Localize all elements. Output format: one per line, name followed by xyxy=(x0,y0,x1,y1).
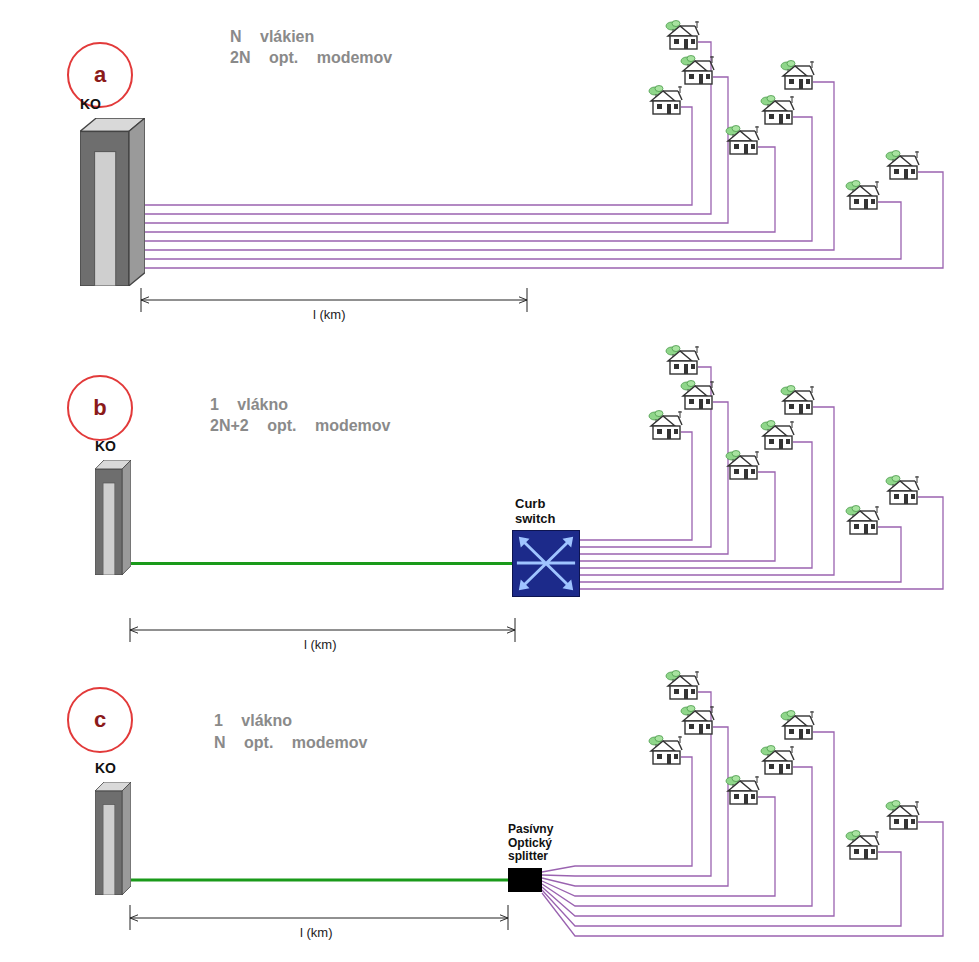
drop-fiber xyxy=(580,497,943,589)
house-icon xyxy=(726,126,759,155)
section-marker: b xyxy=(67,375,133,441)
count-note: 2N+2 opt. modemov xyxy=(208,417,392,435)
house-icon xyxy=(649,86,682,115)
section-letter: b xyxy=(93,395,106,421)
drop-fiber xyxy=(145,77,728,223)
house-icon xyxy=(781,61,814,90)
house-icon xyxy=(761,421,794,450)
feeder-fiber xyxy=(131,562,512,565)
drop-fiber xyxy=(542,727,728,886)
house-icon xyxy=(726,451,759,480)
house-icon xyxy=(666,21,699,50)
curb-switch: Curb switch xyxy=(512,530,580,597)
node-heading: KO xyxy=(95,439,116,454)
house-icon xyxy=(886,476,919,505)
house-icon xyxy=(761,96,794,125)
dimension-label: l (km) xyxy=(311,307,348,322)
drop-fiber xyxy=(145,107,692,205)
section-letter: a xyxy=(94,62,106,88)
house-icon xyxy=(666,346,699,375)
house-icon xyxy=(726,776,759,805)
house-icon xyxy=(846,831,879,860)
drop-fiber xyxy=(580,407,834,575)
house-icon xyxy=(781,711,814,740)
feeder-fiber xyxy=(131,879,508,882)
dimension-label: l (km) xyxy=(298,925,335,940)
drop-fiber xyxy=(542,852,901,926)
count-note: N vlákien xyxy=(228,28,316,46)
drop-fiber xyxy=(580,402,728,554)
optical-splitter: Pasívny Optický splitter xyxy=(508,868,542,892)
count-note: 1 vlákno xyxy=(212,712,294,730)
central-office: KO xyxy=(95,460,131,575)
house-icon xyxy=(681,56,714,85)
section-letter: c xyxy=(94,707,106,733)
house-icon xyxy=(781,386,814,415)
count-note: 2N opt. modemov xyxy=(228,49,394,67)
node-heading: KO xyxy=(95,761,116,776)
count-note: N opt. modemov xyxy=(212,734,369,752)
drop-fiber xyxy=(580,442,812,568)
house-icon xyxy=(649,736,682,765)
building-shape xyxy=(95,782,131,895)
house-icon xyxy=(846,181,879,210)
drop-fiber xyxy=(542,757,692,872)
switch-arrows xyxy=(513,531,579,596)
node-heading: Pasívny Optický splitter xyxy=(508,823,586,863)
section-marker: c xyxy=(67,687,133,753)
node-heading: Curb switch xyxy=(515,497,577,526)
house-icon xyxy=(761,746,794,775)
building-shape xyxy=(95,460,131,575)
drop-fiber xyxy=(145,147,775,232)
drop-fiber xyxy=(145,202,901,259)
house-icon xyxy=(846,506,879,535)
house-icon xyxy=(649,411,682,440)
central-office: KO xyxy=(95,782,131,895)
house-icon xyxy=(886,151,919,180)
house-icon xyxy=(681,706,714,735)
drop-fiber xyxy=(580,432,692,540)
node-heading: KO xyxy=(80,97,101,112)
drop-fiber xyxy=(145,42,711,214)
drop-fiber xyxy=(542,822,943,936)
building-shape xyxy=(80,118,145,286)
drop-fiber xyxy=(542,767,812,906)
drop-fiber xyxy=(580,472,775,561)
count-note: 1 vlákno xyxy=(208,396,290,414)
drop-fiber xyxy=(580,527,901,582)
dimension-label: l (km) xyxy=(302,637,339,652)
drop-fiber xyxy=(145,82,834,250)
drop-fiber xyxy=(542,797,775,896)
drop-fiber xyxy=(145,117,812,241)
house-icon xyxy=(681,381,714,410)
house-icon xyxy=(666,671,699,700)
drop-fiber xyxy=(145,172,943,268)
drop-fiber xyxy=(542,732,834,916)
house-icon xyxy=(886,801,919,830)
central-office: KO xyxy=(80,118,145,286)
